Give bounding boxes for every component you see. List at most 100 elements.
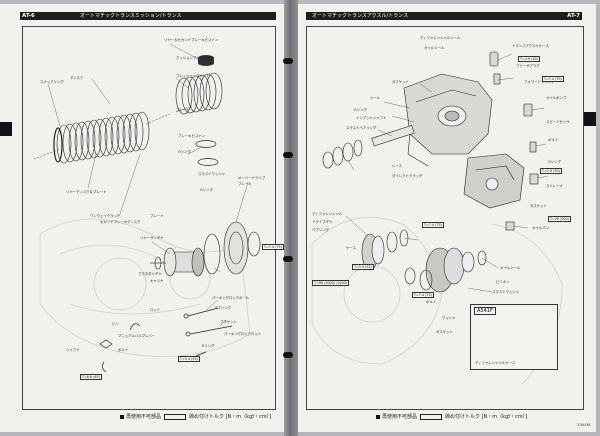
right-callout: スピードセンサ [546, 120, 570, 124]
left-callout: Eリング [202, 344, 215, 348]
right-callout: ブリーザプラグ [516, 64, 540, 68]
left-callout: クッションプレート [176, 56, 207, 60]
reuse-legend-text: 再使用不可部品 [382, 414, 418, 420]
left-callout: パーキングロックロッド [224, 332, 262, 336]
right-callout: ボルト [548, 138, 559, 142]
right-callout: オイルシール [424, 46, 445, 50]
right-torque-label: T=7.4 (75) [422, 222, 444, 228]
binding-ring [283, 352, 293, 358]
left-callout: プレート [150, 214, 164, 218]
binding-gutter [284, 0, 298, 436]
left-callout: ブラケット [220, 320, 237, 324]
left-header: AT-6 オートマチックトランスミッション/トランス [20, 10, 276, 22]
binding-ring [283, 152, 293, 158]
inset-title: A541F [474, 307, 496, 315]
left-torque-label: T=6.6 (65) [80, 374, 102, 380]
right-torque-label: T=2.9 (30) [540, 168, 562, 174]
right-callout: ディファレンシャル [312, 212, 343, 216]
right-callout: オイルポンプ [546, 96, 567, 100]
inset-caption: ディファレンシャルケース [475, 361, 516, 365]
right-footnote: 2304M [577, 422, 590, 427]
left-callout: Oリング [178, 150, 191, 154]
left-diagram-frame [22, 26, 276, 410]
left-exploded-diagram [33, 43, 261, 373]
torque-box-icon [420, 413, 443, 420]
left-legend: 再使用不可部品 締め付けトルク [N・m（kgf・cm）] [120, 413, 271, 420]
left-callout: パーキングロックポール [212, 296, 250, 300]
reuse-marker-icon [120, 414, 124, 419]
right-callout: オイルシール [500, 266, 521, 270]
right-callout: ボルト [426, 300, 437, 304]
torque-legend-text: 締め付けトルク [N・m（kgf・cm）] [189, 414, 272, 420]
right-legend: 再使用不可部品 締め付けトルク [N・m（kgf・cm）] [376, 413, 527, 420]
right-torque-label: T=5.4 (55) [352, 264, 374, 270]
left-callout: Oリング [200, 188, 213, 192]
right-callout: シール [370, 96, 381, 100]
right-callout: Oリング [548, 160, 561, 164]
a541f-inset: A541F ディファレンシャルケース [470, 304, 558, 370]
right-callout: ガスケット [530, 204, 547, 208]
left-callout: マニュアルバルブレバー [118, 334, 156, 338]
right-callout: スラストベアリング [346, 126, 377, 130]
right-callout: ストレーナ [546, 184, 563, 188]
right-page: オートマチックトランスアクスル/トランス AT-7 [292, 4, 596, 432]
right-torque-label: T=98 (1000) (1000) [312, 280, 349, 286]
right-page-number: AT-7 [567, 13, 580, 19]
right-callout: ガスケット [436, 330, 453, 334]
left-callout: リヤー＆セカンドブレーキピストン [164, 38, 219, 42]
right-header-bar [306, 12, 582, 20]
left-header-bar [20, 12, 276, 20]
left-callout: リヤーディスク＆プレート [66, 190, 107, 194]
right-callout: ピニオン [496, 280, 510, 284]
left-callout: スナップリング [40, 80, 64, 84]
left-callout: リヤーサンギヤ [140, 236, 164, 240]
right-torque-label: T=7.4 (75) [412, 292, 434, 298]
binding-ring [283, 256, 293, 262]
right-callout: ディファレンシャルシール [420, 36, 461, 40]
right-torque-label: T=7.4 (75) [542, 76, 564, 82]
right-callout: スラストワッシャ [492, 290, 520, 294]
left-callout: キャリヤ [150, 279, 164, 283]
left-callout: ディスク [70, 76, 84, 80]
right-callout: ガスケット [392, 80, 409, 84]
right-callout: ダイレクトクラッチ [392, 174, 423, 178]
left-callout: プラネタリギヤ [138, 272, 162, 276]
right-callout: レース [392, 164, 403, 168]
left-callout: オーバードライブ [238, 176, 266, 180]
reuse-marker-icon [376, 414, 380, 419]
right-header: オートマチックトランスアクスル/トランス AT-7 [306, 10, 582, 22]
right-edge-tab [584, 112, 596, 126]
binding-ring [283, 58, 293, 64]
right-callout: フォワードクラッチ [524, 80, 555, 84]
left-callout: プレート [176, 108, 190, 112]
right-callout: オイルパン [532, 226, 550, 230]
left-torque-label: T=5.4 (55) [178, 356, 200, 362]
right-torque-label: T=29 (300) [548, 216, 571, 222]
left-callout: スラストワッシャ [198, 172, 226, 176]
left-edge-tab [0, 122, 12, 136]
left-callout: ブレーキ [238, 182, 252, 186]
right-header-title: オートマチックトランスアクスル/トランス [312, 13, 409, 19]
left-callout: ブレーキピストン [178, 134, 206, 138]
right-diagram-frame [306, 26, 584, 410]
reuse-legend-text: 再使用不可部品 [126, 414, 162, 420]
left-callout: スプリング [214, 306, 231, 310]
left-callout: セカンドブレーキディスク [100, 220, 141, 224]
right-callout: ワッシャ [442, 316, 456, 320]
left-header-title: オートマチックトランスミッション/トランス [80, 13, 182, 19]
torque-box-icon [164, 413, 187, 420]
left-callout: シャフト [66, 348, 80, 352]
right-callout: ベアリング [312, 228, 329, 232]
right-callout: Oリング [354, 108, 367, 112]
right-callout: ドライブギヤ [312, 220, 333, 224]
left-callout: ピン [112, 322, 119, 326]
left-page: AT-6 オートマチックトランスミッション/トランス [0, 4, 288, 432]
left-callout: ロッド [150, 308, 161, 312]
left-page-number: AT-6 [22, 13, 35, 19]
right-torque-label: T=4.9 (50) [518, 56, 540, 62]
right-callout: インプットシャフト [356, 116, 387, 120]
right-callout: トランスアクスルケース [512, 44, 549, 48]
torque-legend-text: 締め付けトルク [N・m（kgf・cm）] [445, 414, 528, 420]
left-torque-label: T=7.4 (75) [262, 244, 284, 250]
